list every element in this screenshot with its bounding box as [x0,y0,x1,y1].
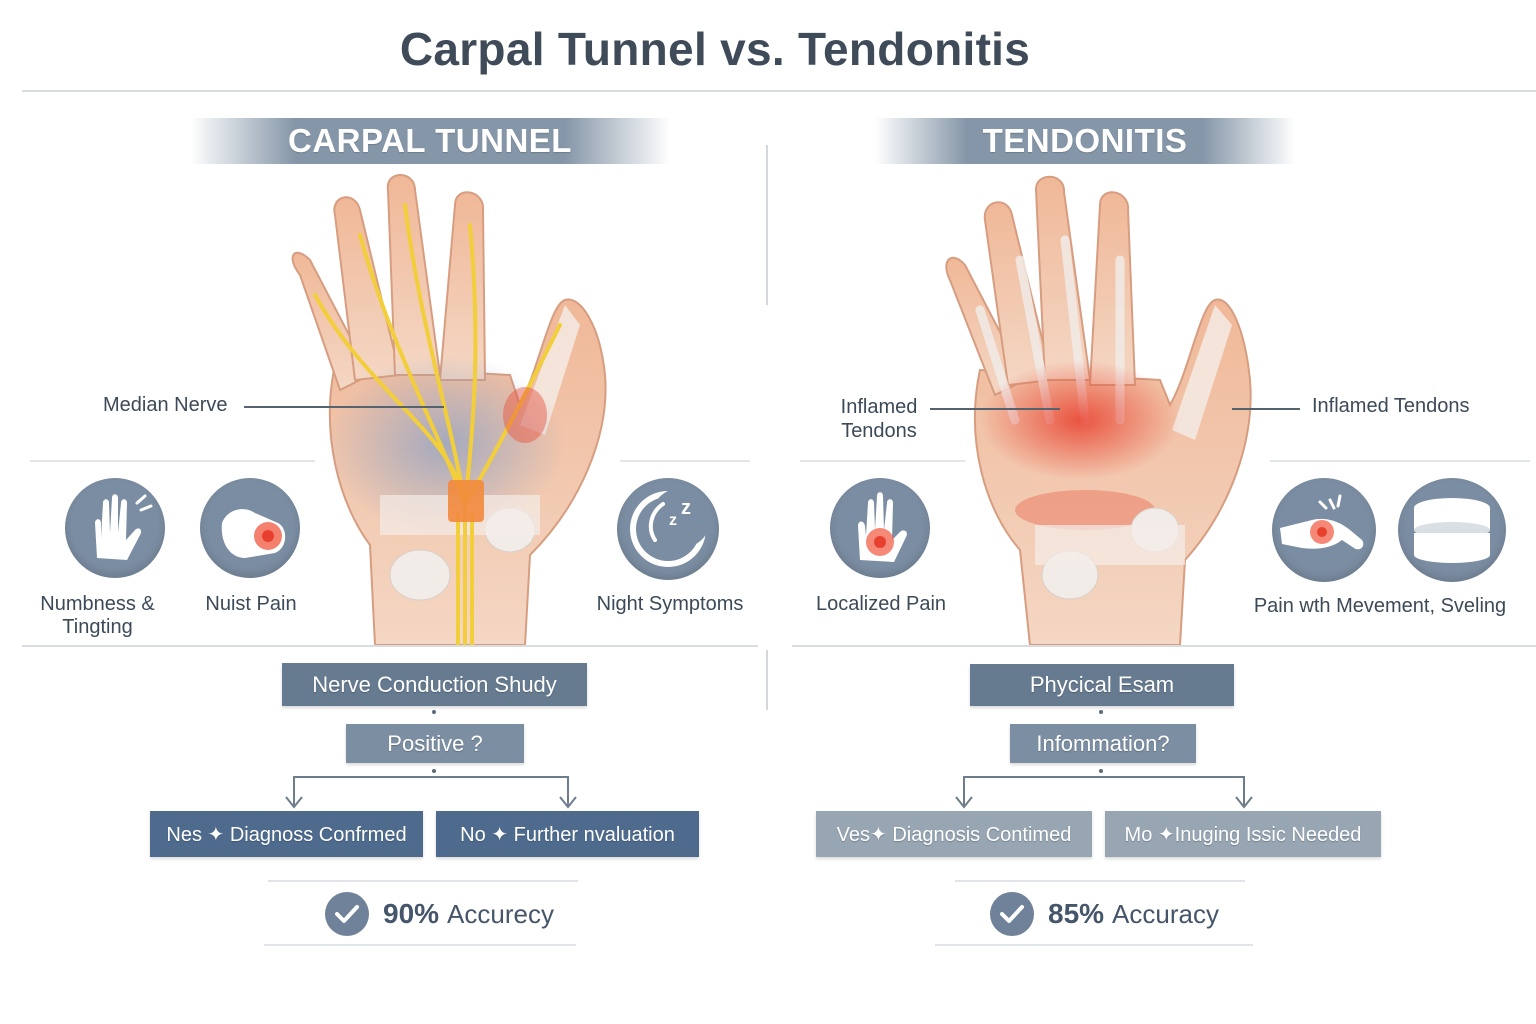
svg-text:z: z [681,497,691,519]
carpal-yes-outcome: Nes ✦ Diagnoss Confrmed [150,811,423,857]
carpal-accuracy-label: Accurecy [447,898,554,929]
numbness-label: Numbness & Tingting [40,593,155,638]
localized-pain-hand-icon [830,478,930,578]
carpal-accuracy-divider-bottom [264,944,576,946]
carpal-flow-divider [22,645,758,647]
tendon-accuracy: 85% Accuracy [990,892,1219,936]
svg-text:z: z [669,512,677,529]
tendon-question-box: Infommation? [1010,724,1196,763]
carpal-flow-connector-1 [432,710,436,714]
carpal-accuracy-divider-top [268,880,578,882]
check-icon [990,892,1034,936]
inflamed-tendons-left-label: Inflamed Tendons [840,396,918,442]
tendon-flow-connector-1 [1099,710,1103,714]
carpal-test-box: Nerve Conduction Shudy [282,663,587,706]
tendon-accuracy-divider-bottom [935,944,1253,946]
carpal-no-outcome: No ✦ Further nvaluation [436,811,699,857]
inflamed-tendons-right-pointer [1232,408,1300,410]
moon-sleep-icon: z z [617,478,719,580]
inflamed-tendons-right-label: Inflamed Tendons [1312,395,1470,417]
localized-pain-label: Localized Pain [815,593,947,615]
tendon-flow-divider [792,645,1536,647]
wrist-pain-label: Nuist Pain [205,593,297,615]
median-nerve-pointer [244,406,444,408]
tendon-symptom-divider-left [800,460,965,462]
title-divider [22,90,1536,92]
tendon-no-outcome: Mo ✦Inuging Issic Needed [1105,811,1381,857]
inflamed-tendons-left-pointer [930,408,1060,410]
tendon-accuracy-label: Accuracy [1112,898,1219,929]
numbness-hand-icon [65,478,165,578]
check-icon [325,892,369,936]
tendon-test-box: Phycical Esam [970,664,1234,706]
carpal-accuracy-value: 90% [383,898,440,929]
night-symptoms-label: Night Symptoms [596,593,744,615]
tendon-yes-outcome: Ves✦ Diagnosis Contimed [816,811,1092,857]
movement-pain-icon [1272,478,1376,582]
swelling-icon [1398,478,1506,582]
carpal-question-box: Positive ? [346,724,524,763]
center-divider-bottom [766,650,768,710]
carpal-branch-arrows [285,769,577,809]
tendon-branch-arrows [955,769,1253,809]
tendon-accuracy-divider-top [955,880,1245,882]
carpal-hand-illustration [291,174,607,647]
carpal-accuracy: 90% Accurecy [325,892,554,936]
median-nerve-label: Median Nerve [103,394,228,416]
tendon-header: TENDONITIS [875,118,1295,164]
movement-swelling-label: Pain wth Mevement, Sveling [1253,595,1507,617]
wrist-pain-icon [200,478,300,578]
carpal-symptom-divider-right [620,460,750,462]
center-divider-top [766,145,768,305]
page-title: Carpal Tunnel vs. Tendonitis [399,23,1031,75]
tendon-symptom-divider-right [1270,460,1530,462]
tendon-accuracy-value: 85% [1048,898,1105,929]
carpal-symptom-divider-left [30,460,315,462]
carpal-header: CARPAL TUNNEL [190,118,670,164]
tendon-hand-illustration [945,175,1252,646]
